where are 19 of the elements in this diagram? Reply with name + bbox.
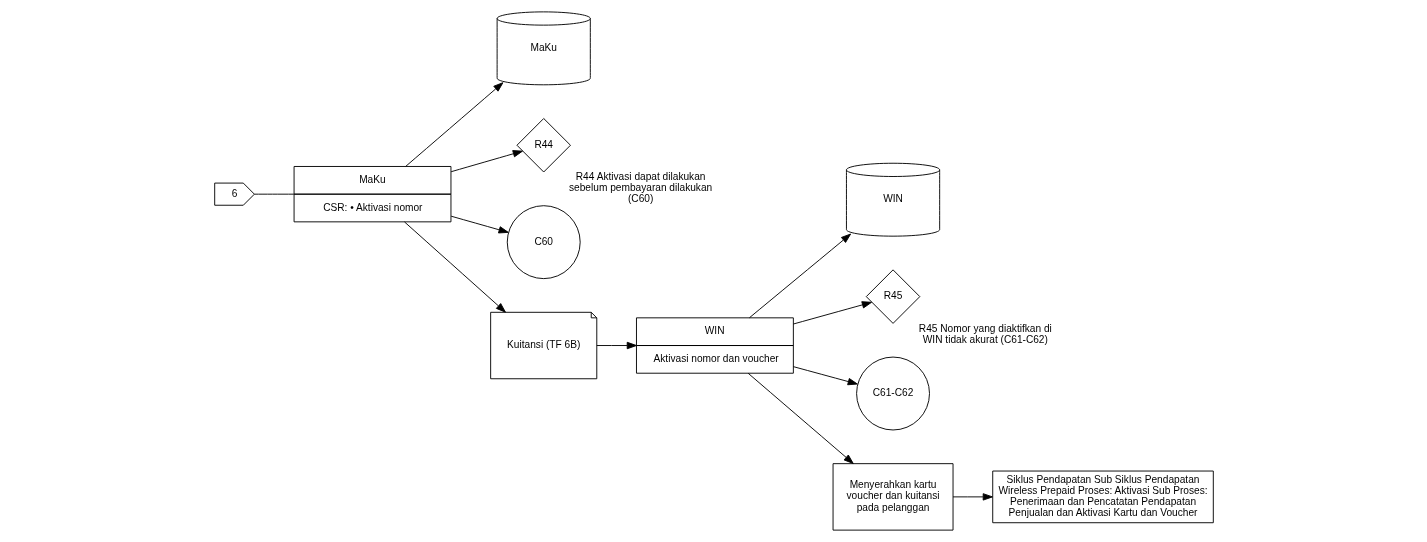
arrow bbox=[403, 221, 506, 313]
node-label: R44 Aktivasi dapat dilakukan sebelum pembayaran dilakukan (C60) bbox=[568, 171, 712, 205]
arrow bbox=[748, 233, 851, 319]
node-circle: C61-C62 bbox=[855, 356, 930, 431]
node-diamond: R45 bbox=[865, 269, 920, 324]
node-box: Siklus Pendapatan Sub Siklus Pendapatan Wireless Prepaid Proses: Aktivasi Sub Proses: Penerimaan dan Pencatatan Pendapatan Penjualan dan Aktivasi Kartu dan Voucher bbox=[991, 470, 1214, 524]
arrow bbox=[404, 82, 503, 167]
node-label: R45 Nomor yang diaktifkan di WIN tidak akurat (C61-C62) bbox=[918, 322, 1052, 345]
arrow bbox=[747, 372, 854, 464]
arrow bbox=[450, 215, 509, 234]
arrow bbox=[792, 301, 872, 325]
arrow bbox=[595, 341, 637, 350]
connector bbox=[253, 193, 294, 195]
arrow bbox=[450, 150, 523, 173]
node-circle: C60 bbox=[506, 205, 581, 280]
arrow bbox=[792, 366, 858, 386]
node-box: Menyerahkan kartu voucher dan kuitansi pada pelanggan bbox=[832, 463, 953, 531]
node-diamond: R44 bbox=[516, 118, 571, 173]
arrow bbox=[952, 493, 993, 501]
